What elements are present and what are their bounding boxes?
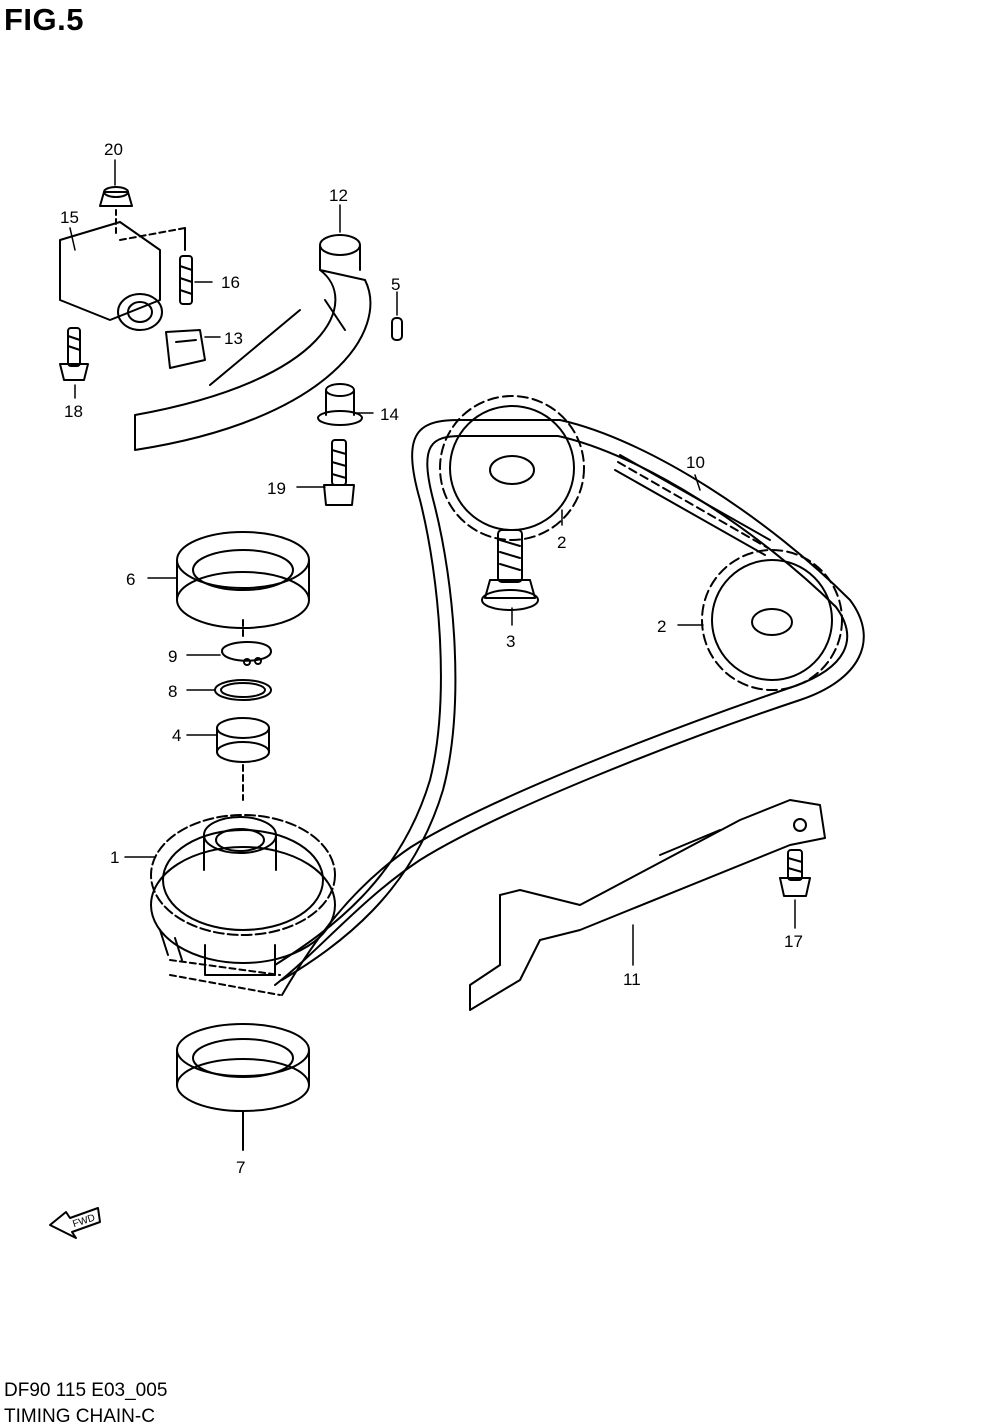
callout-6: 6 [126, 570, 135, 589]
circlip-9 [221, 641, 273, 666]
callout-17: 17 [784, 932, 803, 951]
sprocket-bolt [481, 529, 539, 611]
chain-guide-11 [469, 799, 826, 1011]
figure-code: DF90 115 E03_005 [4, 1380, 168, 1401]
callout-2a: 2 [557, 533, 566, 552]
callout-labels: 1 2 2 3 4 5 6 7 8 9 10 11 12 13 14 15 16… [60, 140, 803, 1230]
lower-cam-sprocket [701, 549, 843, 691]
callout-4: 4 [172, 726, 181, 745]
callout-20: 20 [104, 140, 123, 159]
callout-8: 8 [168, 682, 177, 701]
slipper-13 [165, 329, 206, 369]
o-ring-8 [214, 679, 272, 701]
bolt-19 [323, 439, 355, 506]
nut-20 [99, 186, 133, 236]
tensioner-15 [59, 221, 186, 331]
chain-guide-12 [134, 234, 372, 451]
callout-3: 3 [506, 632, 515, 651]
callout-7: 7 [236, 1158, 245, 1177]
spacer-14 [317, 383, 363, 426]
leader-lines [69, 159, 796, 966]
callout-13: 13 [224, 329, 243, 348]
bolt-18 [59, 327, 89, 381]
bearing-6 [176, 531, 310, 629]
chain-segment-10 [614, 454, 771, 556]
callout-19: 19 [267, 479, 286, 498]
crank-gear [150, 814, 336, 976]
callout-9: 9 [168, 647, 177, 666]
bearing-7 [176, 1023, 310, 1112]
callout-15: 15 [60, 208, 79, 227]
bolt-17 [779, 849, 811, 897]
stud-16 [179, 255, 193, 305]
callout-10: 10 [686, 453, 705, 472]
sleeve-4 [216, 717, 270, 763]
figure-name: TIMING CHAIN-C [4, 1406, 155, 1427]
figure-title: FIG.5 [4, 2, 85, 37]
callout-12: 12 [329, 186, 348, 205]
timing-chain [169, 419, 865, 996]
callout-1: 1 [110, 848, 119, 867]
callout-2b: 2 [657, 617, 666, 636]
callout-16: 16 [221, 273, 240, 292]
callout-14: 14 [380, 405, 399, 424]
callout-5: 5 [391, 275, 400, 294]
pin-5 [391, 317, 403, 341]
callout-18: 18 [64, 402, 83, 421]
fwd-arrow-icon [49, 1207, 101, 1239]
callout-11: 11 [623, 970, 641, 989]
